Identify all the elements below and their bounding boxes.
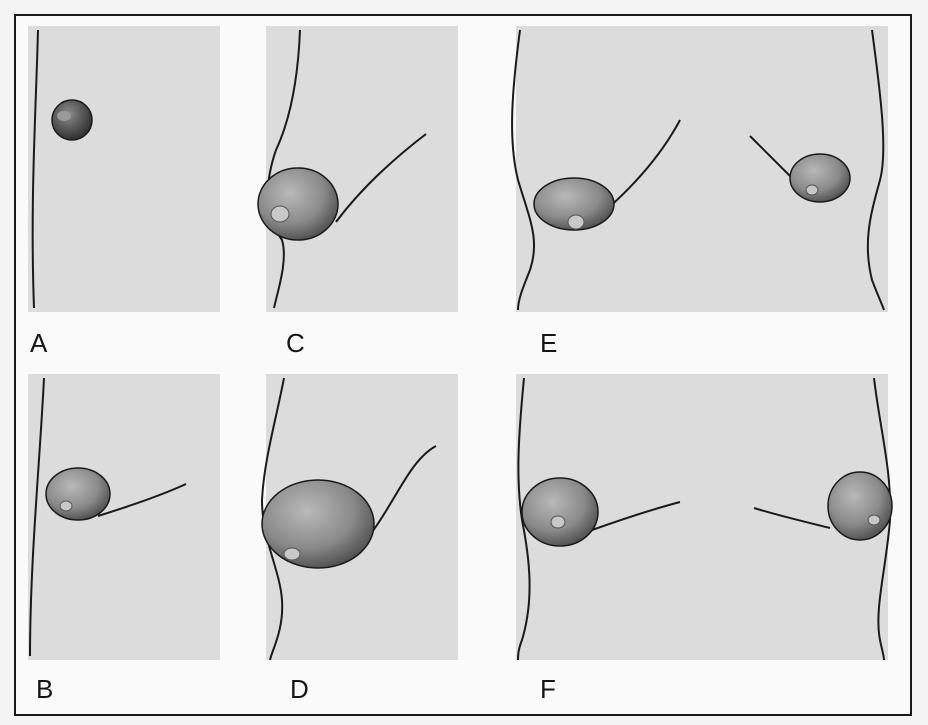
panel-a-background — [28, 26, 220, 312]
panel-label-f: F — [540, 676, 556, 702]
panel-label-e: E — [540, 330, 557, 356]
panel-label-b: B — [36, 676, 53, 702]
panel-label-c: C — [286, 330, 305, 356]
panel-label-d: D — [290, 676, 309, 702]
panel-b-background — [28, 374, 220, 660]
panel-label-a: A — [30, 330, 47, 356]
